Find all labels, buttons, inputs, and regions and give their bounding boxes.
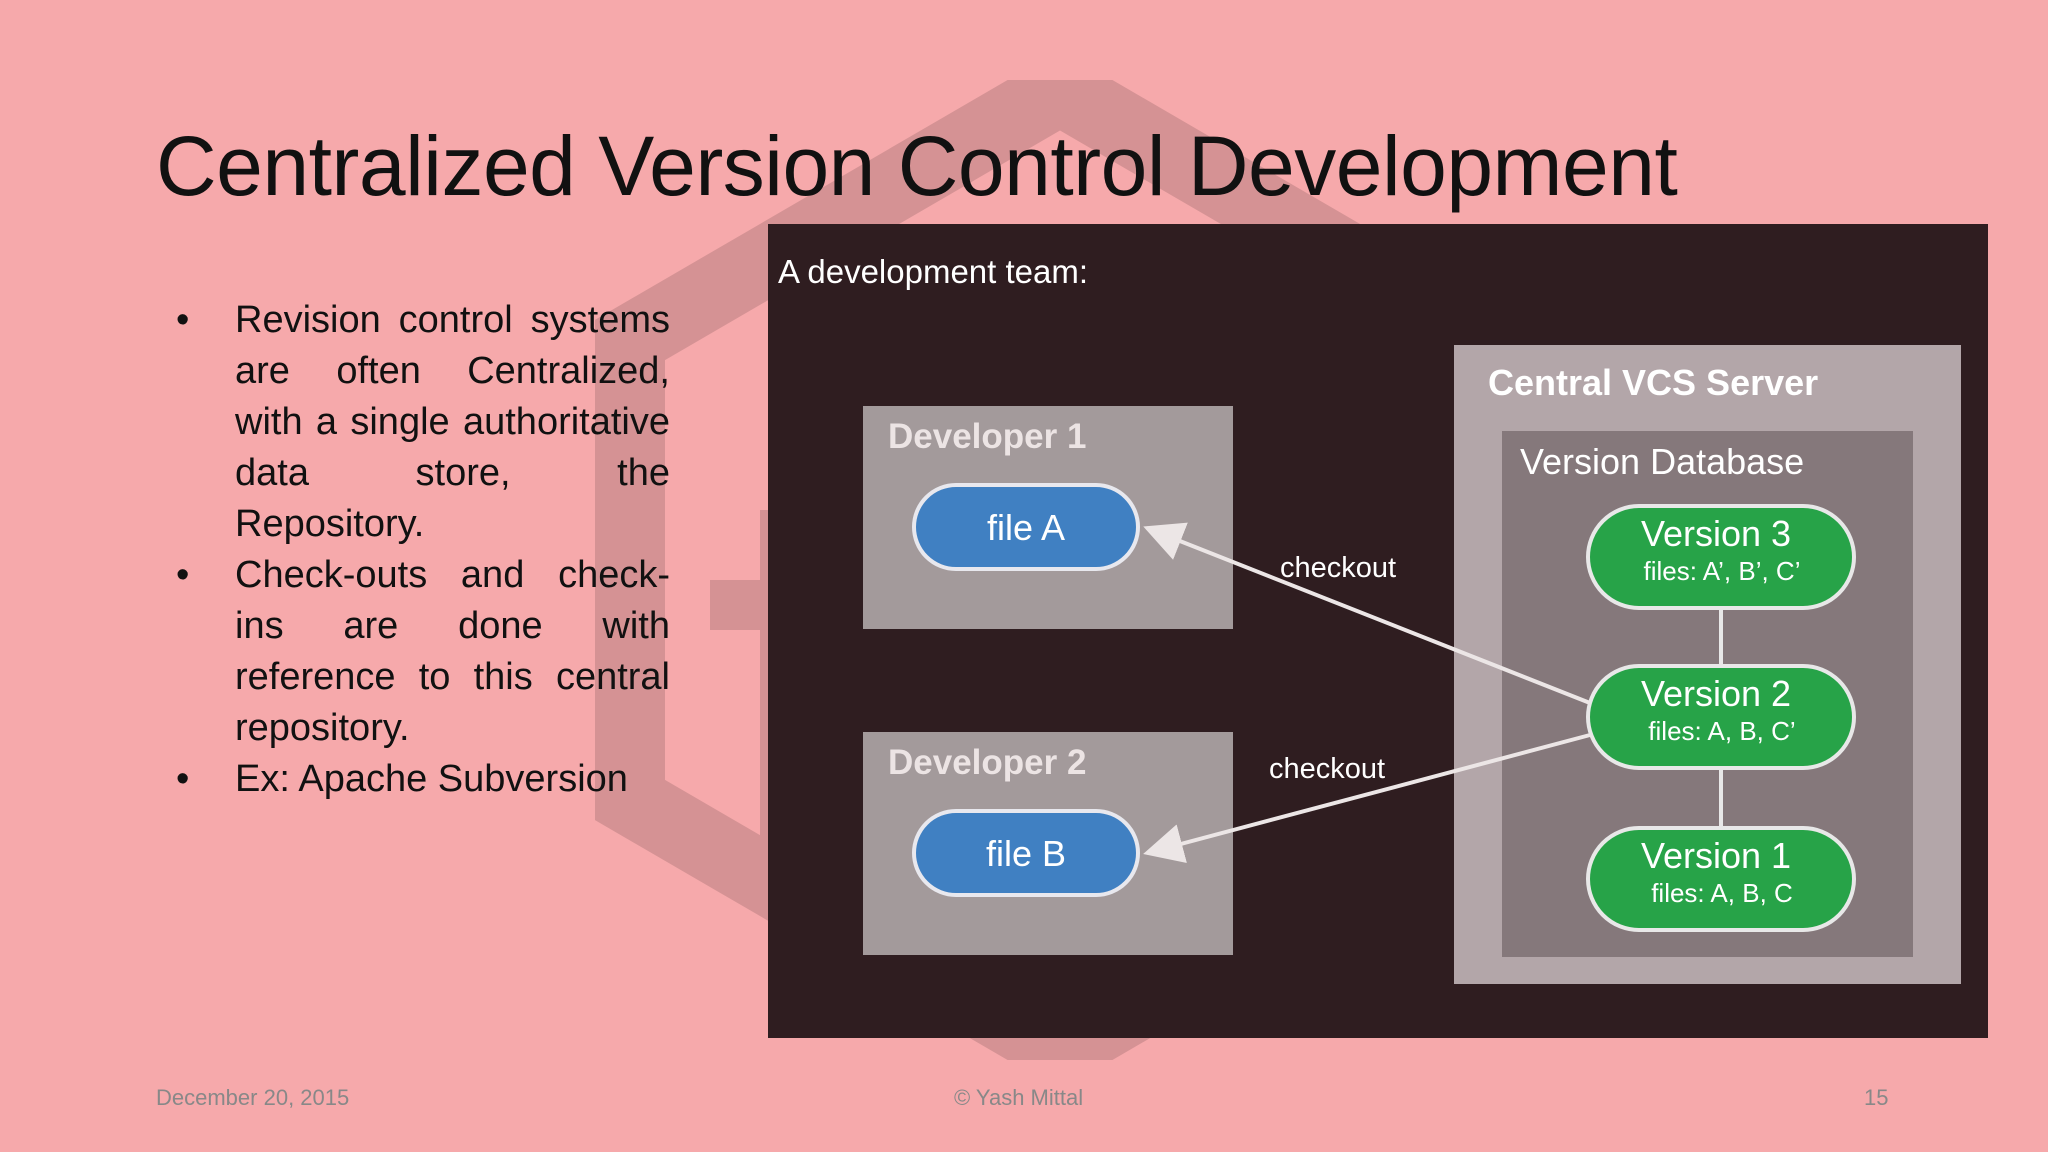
vcs-diagram-svg: A development team: Developer 1 file A D… <box>778 253 1961 984</box>
checkout-label-bottom: checkout <box>1269 753 1385 785</box>
bullet-text: Ex: Apache Subversion <box>235 758 628 800</box>
developer2-label: Developer 2 <box>888 743 1086 782</box>
diagram-heading: A development team: <box>778 253 1088 290</box>
footer-page-number: 15 <box>1864 1085 1889 1110</box>
footer-author: © Yash Mittal <box>954 1085 1084 1110</box>
checkout-label-top: checkout <box>1280 552 1396 584</box>
file-a-label: file A <box>987 507 1065 548</box>
bullet-item: • Revision control systems are often Cen… <box>176 295 670 550</box>
footer-date: December 20, 2015 <box>156 1085 350 1110</box>
file-b-pill <box>912 809 1140 897</box>
bullet-text: Revision control systems are often Centr… <box>235 299 670 545</box>
version2-files: files: A, B, C’ <box>1648 716 1795 746</box>
bullet-text: Check-outs and check-ins are done with r… <box>235 554 670 749</box>
bullet-icon: • <box>176 299 190 341</box>
checkout-arrow-bottom <box>1143 733 1591 864</box>
slide-title: Centralized Version Control Development <box>156 119 1678 213</box>
version2-label: Version 2 <box>1641 673 1791 714</box>
version3-label: Version 3 <box>1641 513 1791 554</box>
bullet-list: • Revision control systems are often Cen… <box>176 295 670 805</box>
version-database-label: Version Database <box>1520 441 1804 482</box>
central-server-label: Central VCS Server <box>1488 362 1818 403</box>
bullet-item: • Ex: Apache Subversion <box>176 754 670 805</box>
version1-pill <box>1586 826 1856 932</box>
version3-files: files: A’, B’, C’ <box>1643 556 1800 586</box>
bullet-icon: • <box>176 758 190 800</box>
version2-pill <box>1586 664 1856 770</box>
file-b-label: file B <box>986 833 1066 874</box>
version1-files: files: A, B, C <box>1651 878 1793 908</box>
version1-label: Version 1 <box>1641 835 1791 876</box>
vcs-diagram: A development team: Developer 1 file A D… <box>768 224 1988 1038</box>
bullet-item: • Check-outs and check-ins are done with… <box>176 550 670 754</box>
developer1-label: Developer 1 <box>888 417 1086 456</box>
file-a-pill <box>912 483 1140 571</box>
version3-pill <box>1586 504 1856 610</box>
checkout-arrow-top <box>1143 522 1591 705</box>
bullet-icon: • <box>176 554 190 596</box>
